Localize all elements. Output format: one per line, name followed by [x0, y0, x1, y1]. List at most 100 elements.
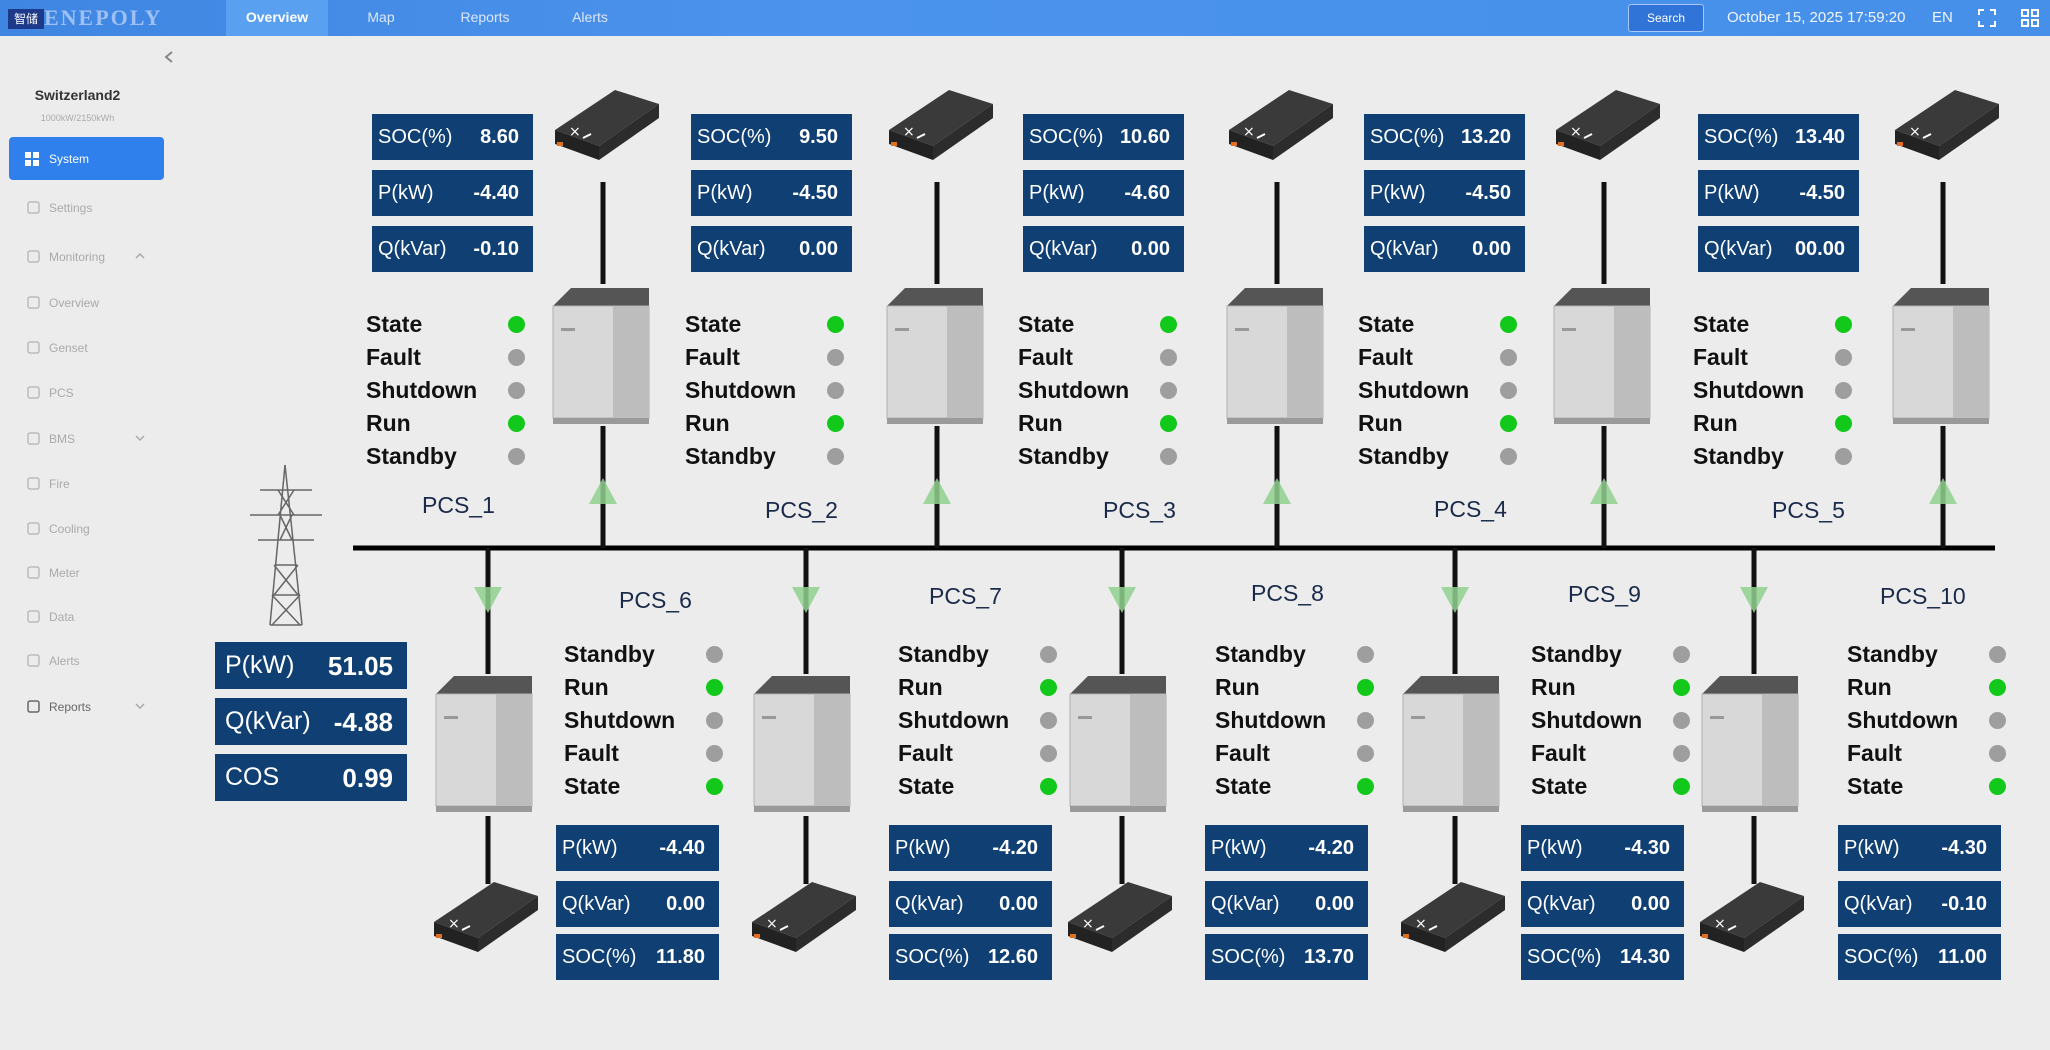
pcs-name-label: PCS_10 — [1880, 583, 1966, 609]
sidebar-item-fire[interactable]: Fire — [0, 469, 155, 499]
status-row: Shutdown — [685, 377, 860, 403]
status-indicator — [827, 382, 844, 399]
status-row: Standby — [685, 443, 860, 469]
sidebar-item-genset[interactable]: Genset — [0, 333, 155, 363]
active-power-cell-value: -4.20 — [992, 837, 1038, 859]
pcs-cabinet-icon — [1402, 676, 1500, 812]
pcs-cabinet-icon — [1069, 676, 1167, 812]
status-row: Shutdown — [1358, 377, 1533, 403]
status-row: Fault — [1358, 344, 1533, 370]
status-row: Shutdown — [1847, 707, 2022, 733]
grid-cos-cell: COS 0.99 — [215, 754, 407, 801]
power-flow-up-arrow — [1590, 478, 1618, 504]
active-power-cell-label: P(kW) — [1370, 182, 1426, 204]
tab-alerts[interactable]: Alerts — [572, 9, 608, 25]
sidebar-item-label: Alerts — [49, 654, 80, 668]
soc-cell: SOC(%)14.30 — [1521, 934, 1684, 980]
status-indicator — [1673, 745, 1690, 762]
soc-cell: SOC(%)11.00 — [1838, 934, 2001, 980]
active-power-cell-label: P(kW) — [1704, 182, 1760, 204]
svg-text:×: × — [1243, 124, 1255, 140]
status-row-label: Shutdown — [366, 377, 478, 403]
sidebar-item-system[interactable]: System — [9, 137, 164, 180]
soc-cell-label: SOC(%) — [1370, 126, 1445, 148]
pcs-name-label: PCS_5 — [1772, 497, 1845, 523]
status-indicator — [1989, 712, 2006, 729]
battery-pack-icon: × — [555, 90, 659, 160]
pcs-name-label: PCS_3 — [1103, 497, 1176, 523]
power-flow-down-arrow — [1108, 587, 1136, 613]
active-power-cell: P(kW)-4.30 — [1521, 825, 1684, 871]
soc-cell-label: SOC(%) — [1527, 946, 1602, 968]
sidebar-item-overview[interactable]: Overview — [0, 288, 155, 318]
status-indicator — [1673, 778, 1690, 795]
status-row: Shutdown — [898, 707, 1073, 733]
language-switch[interactable]: EN — [1932, 9, 1953, 26]
status-row: Standby — [1847, 641, 2022, 667]
status-row: Standby — [898, 641, 1073, 667]
status-indicator — [1040, 679, 1057, 696]
status-row-label: Fault — [1847, 740, 1902, 766]
gear-icon — [27, 201, 40, 214]
status-row-label: State — [564, 773, 621, 799]
status-row: State — [1018, 311, 1193, 337]
status-indicator — [1357, 745, 1374, 762]
status-indicator — [1040, 646, 1057, 663]
sidebar-item-data[interactable]: Data — [0, 602, 155, 632]
status-row: Shutdown — [1693, 377, 1868, 403]
status-row: Standby — [1358, 443, 1533, 469]
power-flow-down-arrow — [792, 587, 820, 613]
sidebar-item-reports[interactable]: Reports — [0, 692, 155, 722]
status-row-label: Fault — [1693, 344, 1748, 370]
status-row: Standby — [564, 641, 739, 667]
status-row-label: State — [1215, 773, 1272, 799]
status-indicator — [1989, 679, 2006, 696]
search-button[interactable]: Search — [1628, 4, 1704, 32]
status-row: Shutdown — [1531, 707, 1706, 733]
status-row: State — [366, 311, 541, 337]
battery-pack-icon: × — [1229, 90, 1333, 160]
collapse-sidebar-icon[interactable] — [160, 48, 178, 66]
pcs-cabinet-icon — [1226, 288, 1324, 424]
sidebar-item-cooling[interactable]: Cooling — [0, 514, 155, 544]
status-indicator — [706, 679, 723, 696]
chevron-down-icon — [135, 703, 145, 710]
status-row: Standby — [366, 443, 541, 469]
pcs-cabinet-icon — [552, 288, 650, 424]
apps-grid-icon[interactable] — [2020, 8, 2040, 28]
grid-p-label: P(kW) — [225, 651, 295, 679]
status-indicator — [706, 778, 723, 795]
sidebar-item-meter[interactable]: Meter — [0, 558, 155, 588]
sidebar-item-pcs[interactable]: PCS — [0, 378, 155, 408]
active-power-cell-value: -4.40 — [659, 837, 705, 859]
status-indicator — [1160, 415, 1177, 432]
brand-logo: ENEPOLY — [44, 5, 163, 30]
status-row-label: Run — [1215, 674, 1260, 700]
soc-cell-value: 13.70 — [1303, 946, 1354, 968]
sidebar-item-alerts[interactable]: Alerts — [0, 646, 155, 676]
power-flow-down-arrow — [1441, 587, 1469, 613]
alert-icon — [27, 654, 40, 667]
reactive-power-cell-label: Q(kVar) — [1527, 893, 1596, 915]
tab-reports[interactable]: Reports — [460, 9, 510, 25]
status-row: Shutdown — [366, 377, 541, 403]
status-row: Run — [564, 674, 739, 700]
status-row-label: State — [685, 311, 742, 337]
fullscreen-icon[interactable] — [1977, 8, 1997, 28]
soc-cell-value: 11.80 — [656, 946, 705, 968]
tab-overview[interactable]: Overview — [226, 0, 328, 36]
bms-icon — [27, 432, 40, 445]
active-power-cell-label: P(kW) — [562, 837, 618, 859]
reactive-power-cell-label: Q(kVar) — [1370, 238, 1439, 260]
sidebar-item-monitoring[interactable]: Monitoring — [0, 242, 155, 272]
reactive-power-cell-value: 0.00 — [1315, 893, 1354, 915]
status-indicator — [508, 316, 525, 333]
sidebar-item-settings[interactable]: Settings — [0, 193, 155, 223]
reactive-power-cell-value: 0.00 — [1631, 893, 1670, 915]
sidebar-item-bms[interactable]: BMS — [0, 424, 155, 454]
status-row-label: Shutdown — [1358, 377, 1470, 403]
status-row-label: Standby — [1358, 443, 1449, 469]
tab-map[interactable]: Map — [367, 9, 395, 25]
genset-icon — [27, 341, 40, 354]
reactive-power-cell-value: -0.10 — [473, 238, 519, 260]
